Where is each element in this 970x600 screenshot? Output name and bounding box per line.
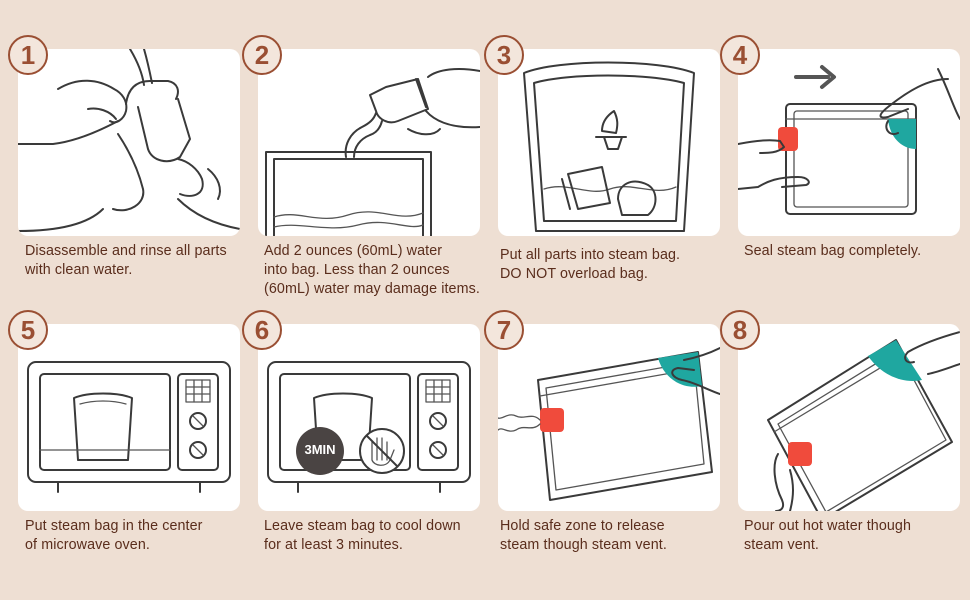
step-number: 7 bbox=[484, 310, 524, 350]
step-number: 4 bbox=[720, 35, 760, 75]
step-caption: Pour out hot water though steam vent. bbox=[744, 518, 912, 553]
release-steam-icon bbox=[498, 347, 720, 501]
step-8-illustration bbox=[738, 324, 960, 511]
pour-out-water-icon bbox=[767, 331, 960, 511]
microwave-cool-down-icon bbox=[267, 361, 471, 493]
step-caption: Hold safe zone to release steam though s… bbox=[500, 518, 667, 553]
microwave-oven-icon bbox=[27, 361, 231, 493]
step-number: 5 bbox=[8, 310, 48, 350]
step-number: 8 bbox=[720, 310, 760, 350]
step-number: 2 bbox=[242, 35, 282, 75]
step-caption: Leave steam bag to cool down for at leas… bbox=[264, 518, 461, 553]
step-caption: Add 2 ounces (60mL) water into bag. Less… bbox=[264, 243, 480, 297]
step-number: 3 bbox=[484, 35, 524, 75]
step-caption: Disassemble and rinse all parts with cle… bbox=[25, 243, 227, 278]
step-number: 6 bbox=[242, 310, 282, 350]
step-number: 1 bbox=[8, 35, 48, 75]
steam-bag-parts-icon bbox=[523, 61, 695, 232]
rinse-parts-icon bbox=[18, 49, 240, 232]
pour-water-icon bbox=[265, 68, 480, 236]
step-6-illustration: 3MIN bbox=[258, 324, 480, 511]
step-caption: Put steam bag in the center of microwave… bbox=[25, 518, 203, 553]
step-caption: Seal steam bag completely. bbox=[744, 243, 922, 259]
step-5-illustration bbox=[18, 324, 240, 511]
step-4-illustration bbox=[738, 49, 960, 236]
step-1-illustration bbox=[18, 49, 240, 236]
step-caption: Put all parts into steam bag. DO NOT ove… bbox=[500, 247, 681, 282]
seal-bag-icon bbox=[738, 65, 960, 215]
step-7-illustration bbox=[498, 324, 720, 511]
step-2-illustration bbox=[258, 49, 480, 236]
timer-badge-circle bbox=[296, 427, 344, 475]
timer-badge: 3MIN bbox=[304, 442, 336, 457]
step-3-illustration bbox=[498, 49, 720, 236]
